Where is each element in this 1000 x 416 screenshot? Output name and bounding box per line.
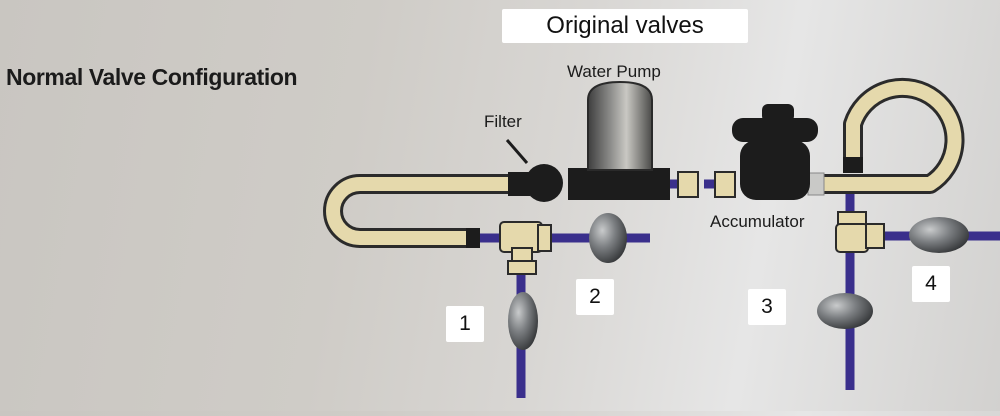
valve-number-1: 1	[446, 306, 484, 342]
filter-label: Filter	[484, 112, 522, 131]
valve-2	[589, 213, 627, 263]
valve-4	[909, 217, 969, 253]
filter	[505, 139, 563, 202]
accumulator-top	[762, 104, 794, 122]
filter-body	[525, 164, 563, 202]
right-hose	[822, 80, 962, 191]
valve-number-4: 4	[912, 266, 950, 302]
water-pump	[568, 80, 670, 200]
fitting	[714, 171, 736, 198]
tee-fitting-right	[835, 211, 885, 253]
valve-3	[817, 293, 873, 329]
left-hose-outline	[323, 174, 512, 248]
hose-connector	[807, 172, 825, 196]
pump-motor	[587, 80, 653, 171]
water-pump-label: Water Pump	[567, 62, 661, 81]
hose-connector	[466, 228, 480, 248]
tee-fitting-left	[499, 221, 552, 275]
valve-1	[508, 292, 538, 350]
valve-number-3: 3	[748, 289, 786, 325]
accumulator-tank	[740, 140, 810, 200]
filter-pointer	[505, 139, 529, 164]
left-hose	[326, 177, 512, 245]
accumulator-label: Accumulator	[710, 212, 805, 231]
hose-connector	[843, 157, 863, 173]
accumulator-cap	[732, 118, 818, 142]
page-title: Normal Valve Configuration	[6, 64, 298, 90]
pump-base	[568, 168, 670, 200]
subtitle: Original valves	[502, 9, 748, 43]
hoses	[323, 77, 965, 248]
valve-number-2: 2	[576, 279, 614, 315]
accumulator	[732, 104, 818, 200]
fitting	[677, 171, 699, 198]
filter-inlet	[508, 172, 530, 196]
